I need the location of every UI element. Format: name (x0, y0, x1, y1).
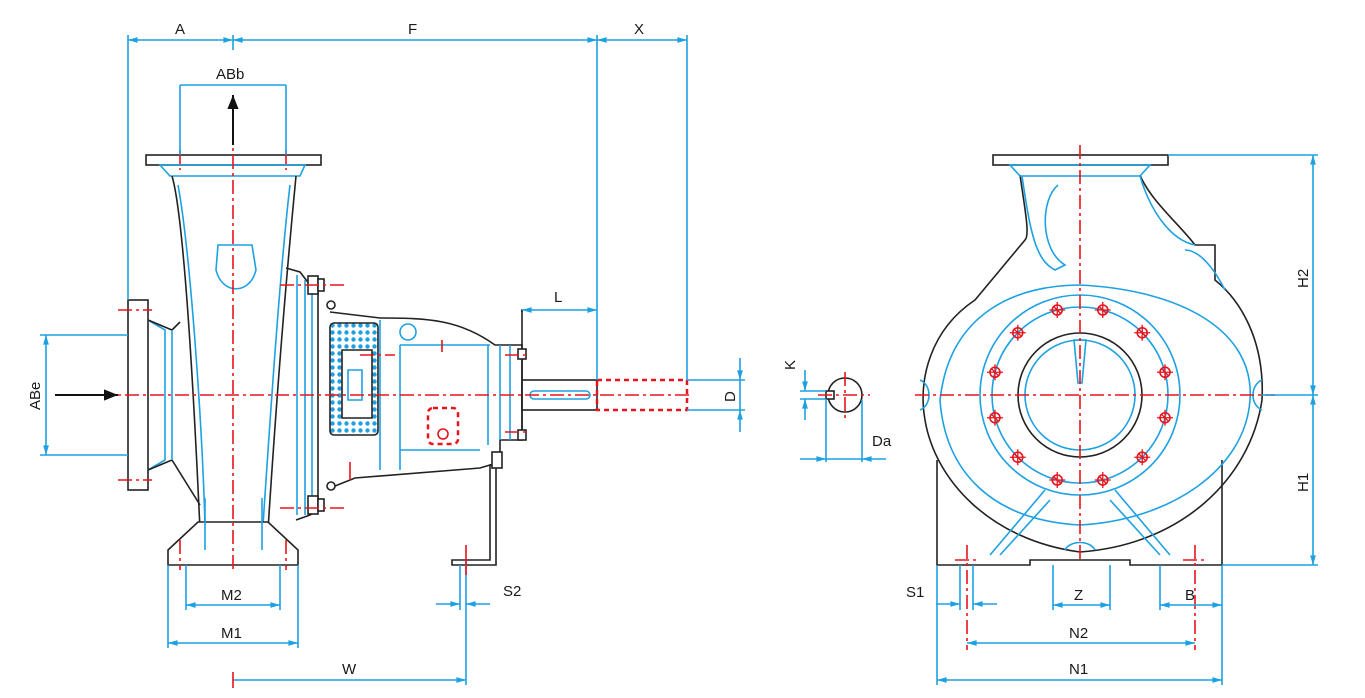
side-view (55, 95, 690, 570)
label-M2: M2 (221, 587, 242, 604)
bolt-hole-crosshair (1009, 449, 1026, 466)
dimension-labels: A F X ABb ABe L D K Da M2 M1 S2 W H2 H1 … (27, 21, 1312, 678)
label-B: B (1185, 587, 1195, 604)
bolt-hole-crosshair (1049, 301, 1066, 318)
bearing-bracket (329, 311, 523, 489)
label-F: F (408, 21, 417, 38)
bolt-hole-crosshair (1157, 409, 1173, 426)
bolt-hole-crosshair (1049, 472, 1066, 489)
label-N1: N1 (1069, 661, 1088, 678)
label-L: L (554, 289, 562, 306)
bolt-hole-crosshair (1157, 364, 1173, 381)
label-Z: Z (1074, 587, 1083, 604)
label-Da: Da (872, 433, 892, 450)
shaft-end-detail (800, 370, 886, 462)
bolt-hole-crosshair (1094, 472, 1111, 489)
label-M1: M1 (221, 625, 242, 642)
label-N2: N2 (1069, 625, 1088, 642)
bolt-hole-crosshair (986, 409, 1003, 426)
label-S2: S2 (503, 583, 521, 600)
bolt-hole-crosshair (1134, 449, 1151, 466)
bolt-hole-crosshair (986, 364, 1003, 381)
label-A: A (175, 21, 185, 38)
front-view (915, 145, 1275, 650)
label-ABe: ABe (27, 382, 44, 410)
support-foot (451, 464, 497, 566)
baseplate-feet (936, 460, 1223, 566)
flange-bolt-holes (986, 301, 1173, 489)
bolt-hole-crosshair (1134, 324, 1151, 341)
centerlines (100, 130, 690, 570)
label-X: X (634, 21, 644, 38)
pump-casing (171, 175, 297, 531)
bolt-hole-crosshair (1094, 301, 1111, 318)
label-ABb: ABb (216, 66, 244, 83)
label-H1: H1 (1295, 473, 1312, 492)
casing-window (215, 244, 257, 290)
label-S1: S1 (906, 584, 924, 601)
label-H2: H2 (1295, 269, 1312, 288)
front-dimensions (936, 154, 1318, 685)
label-W: W (342, 661, 357, 678)
label-K: K (782, 360, 799, 370)
side-dimensions (40, 35, 745, 688)
label-D: D (722, 391, 739, 402)
oil-level-indicator (426, 406, 460, 446)
bolt-hole-crosshair (1009, 324, 1026, 341)
